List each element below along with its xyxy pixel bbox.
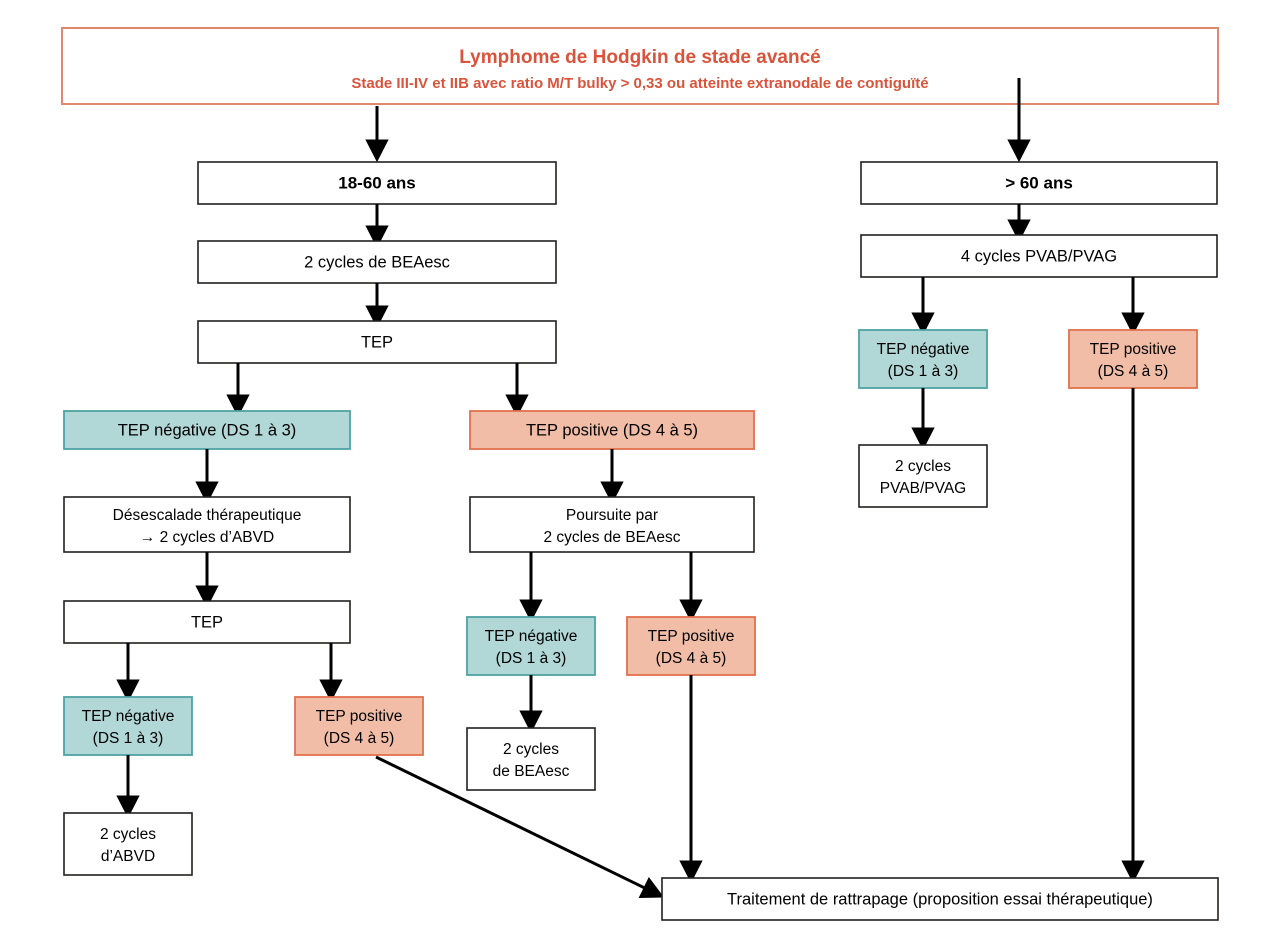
node-mid-positive-line1: TEP positive xyxy=(648,628,735,645)
node-young-tep2-label: TEP xyxy=(191,613,223,631)
node-age-young: 18-60 ans xyxy=(197,161,557,205)
connector-tep2pos-to-rattrapage xyxy=(375,755,665,898)
node-poursuite-line1: Poursuite par xyxy=(566,507,658,524)
node-poursuite: Poursuite par 2 cycles de BEAesc xyxy=(469,496,755,553)
node-young-tep1-negative: TEP négative (DS 1 à 3) xyxy=(63,410,351,450)
node-young-tep1-label: TEP xyxy=(361,333,393,351)
node-pvab-final: 2 cycles PVAB/PVAG xyxy=(858,444,988,508)
node-young-tep2: TEP xyxy=(63,600,351,644)
node-rattrapage-label: Traitement de rattrapage (proposition es… xyxy=(727,890,1153,908)
node-young-tep2-positive-line1: TEP positive xyxy=(316,708,403,725)
node-mid-negative: TEP négative (DS 1 à 3) xyxy=(466,616,596,676)
node-mid-positive-line2: (DS 4 à 5) xyxy=(656,650,727,667)
node-abvd-final: 2 cycles d’ABVD xyxy=(63,812,193,876)
node-young-tep2-negative-line1: TEP négative xyxy=(82,708,175,725)
node-old-induction: 4 cycles PVAB/PVAG xyxy=(860,234,1218,278)
node-old-induction-label: 4 cycles PVAB/PVAG xyxy=(961,247,1117,265)
header-subtitle: Stade III-IV et IIB avec ratio M/T bulky… xyxy=(351,75,928,92)
node-deescalation: Désescalade thérapeutique → 2 cycles d’A… xyxy=(63,496,351,553)
node-rattrapage: Traitement de rattrapage (proposition es… xyxy=(661,877,1219,921)
node-beaesc-final-line1: 2 cycles xyxy=(503,741,559,758)
node-old-positive-line1: TEP positive xyxy=(1090,341,1177,358)
node-age-young-label: 18-60 ans xyxy=(338,173,416,192)
node-mid-positive: TEP positive (DS 4 à 5) xyxy=(626,616,756,676)
node-young-tep2-negative: TEP négative (DS 1 à 3) xyxy=(63,696,193,756)
node-abvd-final-line2: d’ABVD xyxy=(101,848,155,865)
node-age-old-label: > 60 ans xyxy=(1005,173,1073,192)
node-mid-negative-line2: (DS 1 à 3) xyxy=(496,650,567,667)
header-box: Lymphome de Hodgkin de stade avancé Stad… xyxy=(61,27,1219,105)
node-deescalation-line1: Désescalade thérapeutique xyxy=(113,507,302,524)
node-old-negative: TEP négative (DS 1 à 3) xyxy=(858,329,988,389)
node-young-tep2-negative-line2: (DS 1 à 3) xyxy=(93,730,164,747)
node-age-old: > 60 ans xyxy=(860,161,1218,205)
node-mid-negative-line1: TEP négative xyxy=(485,628,578,645)
node-young-tep2-positive-line2: (DS 4 à 5) xyxy=(324,730,395,747)
node-young-tep1-positive-label: TEP positive (DS 4 à 5) xyxy=(526,421,698,439)
node-young-tep1-positive: TEP positive (DS 4 à 5) xyxy=(469,410,755,450)
node-pvab-final-line2: PVAB/PVAG xyxy=(880,480,966,497)
node-beaesc-final: 2 cycles de BEAesc xyxy=(466,727,596,791)
node-beaesc-final-line2: de BEAesc xyxy=(493,763,570,780)
node-young-tep1: TEP xyxy=(197,320,557,364)
node-young-tep1-negative-label: TEP négative (DS 1 à 3) xyxy=(118,421,297,439)
node-young-induction: 2 cycles de BEAesc xyxy=(197,240,557,284)
node-abvd-final-line1: 2 cycles xyxy=(100,826,156,843)
header-title: Lymphome de Hodgkin de stade avancé xyxy=(459,47,820,68)
node-pvab-final-line1: 2 cycles xyxy=(895,458,951,475)
node-old-negative-line2: (DS 1 à 3) xyxy=(888,363,959,380)
node-old-positive-line2: (DS 4 à 5) xyxy=(1098,363,1169,380)
node-young-tep2-positive: TEP positive (DS 4 à 5) xyxy=(294,696,424,756)
node-old-negative-line1: TEP négative xyxy=(877,341,970,358)
node-deescalation-line2: → 2 cycles d’ABVD xyxy=(140,529,274,546)
node-poursuite-line2: 2 cycles de BEAesc xyxy=(544,529,681,546)
node-young-induction-label: 2 cycles de BEAesc xyxy=(304,253,450,271)
node-old-positive: TEP positive (DS 4 à 5) xyxy=(1068,329,1198,389)
